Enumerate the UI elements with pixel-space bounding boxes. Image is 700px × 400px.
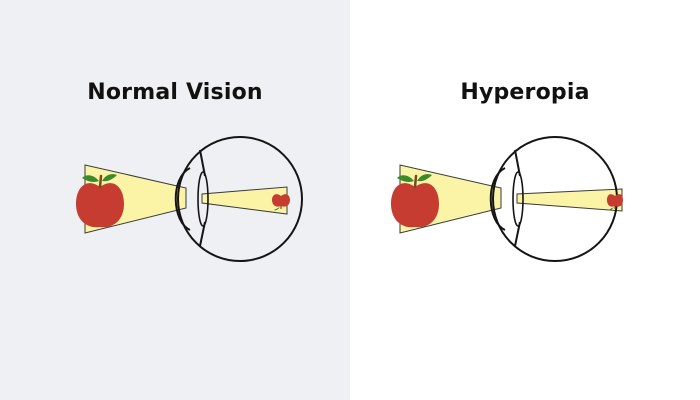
refracted-light-beam bbox=[516, 188, 623, 212]
panel-title-hyperopia: Hyperopia bbox=[460, 80, 590, 105]
eye-icon bbox=[174, 136, 303, 262]
retina-image-apple-icon bbox=[272, 194, 290, 211]
retina-image-apple-icon bbox=[607, 194, 623, 211]
normal-vision-diagram bbox=[76, 136, 303, 262]
apple-icon bbox=[76, 174, 124, 228]
normal-vision-panel: Normal Vision bbox=[0, 0, 350, 400]
apple-icon bbox=[391, 174, 439, 228]
cornea bbox=[489, 167, 506, 231]
hyperopia-panel: Hyperopia bbox=[350, 0, 700, 400]
hyperopia-diagram bbox=[391, 136, 623, 262]
lens bbox=[512, 171, 524, 227]
refracted-light-beam bbox=[201, 186, 288, 215]
panel-title-normal-vision: Normal Vision bbox=[87, 80, 263, 105]
cornea bbox=[174, 167, 191, 231]
lens bbox=[197, 171, 209, 227]
eyeball bbox=[177, 136, 303, 262]
